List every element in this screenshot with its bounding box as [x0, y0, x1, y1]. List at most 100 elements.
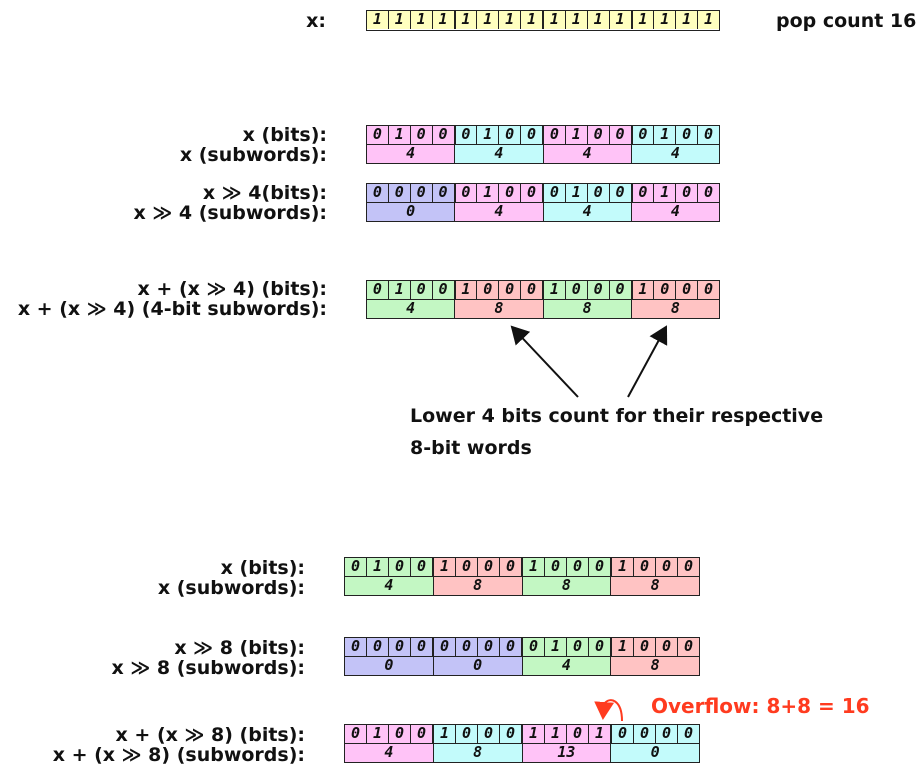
bit-cell: 0	[609, 281, 633, 299]
d2-row-shift8-bits-label: x ≫ 8 (bits):	[174, 637, 305, 659]
bit-cell: 1	[388, 281, 411, 299]
subword-cell: 13	[522, 744, 612, 762]
bit-cell: 1	[612, 638, 634, 656]
bit-cell: 0	[587, 126, 610, 144]
bit-cell: 1	[521, 11, 544, 29]
popcount-label: pop count 16	[776, 10, 917, 32]
bit-cell: 0	[432, 281, 456, 299]
bit-cell: 0	[521, 281, 544, 299]
bit-cell: 0	[632, 184, 655, 202]
bit-cell: 0	[612, 725, 634, 743]
subword-cell: 8	[543, 300, 632, 318]
bit-cell: 0	[678, 558, 699, 576]
subword-cell: 8	[611, 657, 699, 675]
subword-cell: 4	[455, 203, 544, 221]
bit-cell: 0	[410, 126, 433, 144]
bit-cell: 1	[565, 11, 588, 29]
bit-cell: 0	[587, 281, 610, 299]
bit-cell: 1	[523, 725, 545, 743]
bit-cell: 1	[388, 126, 411, 144]
bit-cell: 0	[521, 126, 544, 144]
bit-cell: 0	[521, 184, 544, 202]
bit-cell: 0	[654, 281, 677, 299]
subword-cell: 4	[345, 744, 434, 762]
bit-cell: 0	[432, 126, 456, 144]
bit-cell: 0	[678, 638, 699, 656]
subword-cell: 4	[367, 145, 456, 163]
d1-row-x-subwords-label: x (subwords):	[179, 144, 327, 166]
bit-cell: 1	[676, 11, 699, 29]
bit-cell: 1	[545, 725, 567, 743]
bit-cell: 1	[523, 558, 545, 576]
bit-cell: 0	[389, 638, 411, 656]
subword-cell: 0	[367, 203, 456, 221]
bit-cell: 0	[411, 558, 434, 576]
bit-cell: 0	[389, 558, 411, 576]
bit-cell: 0	[698, 126, 719, 144]
bit-cell: 0	[678, 725, 699, 743]
subword-cell: 0	[345, 657, 434, 675]
d1-annotation-line2: 8-bit words	[410, 437, 532, 459]
bit-cell: 1	[455, 11, 478, 29]
bit-cell: 1	[612, 558, 634, 576]
bit-cell: 0	[545, 558, 567, 576]
subword-cell: 0	[611, 744, 699, 762]
d1-row-shift4-subwords-label: x ≫ 4 (subwords):	[133, 202, 328, 224]
bit-cell: 1	[544, 281, 566, 299]
bit-cell: 0	[411, 638, 434, 656]
top-x-label: x:	[306, 10, 326, 32]
subword-cell: 0	[433, 657, 523, 675]
subword-cell: 4	[543, 145, 632, 163]
bit-cell: 0	[567, 638, 589, 656]
bit-cell: 0	[345, 558, 367, 576]
bit-cell: 0	[345, 638, 367, 656]
bit-cell: 0	[499, 281, 522, 299]
bit-cell: 0	[455, 184, 478, 202]
bit-cell: 0	[656, 638, 678, 656]
bit-cell: 0	[388, 184, 411, 202]
subword-cell: 4	[543, 203, 632, 221]
d2-row-x-subwords-label: x (subwords):	[157, 577, 305, 599]
bit-cell: 0	[634, 725, 656, 743]
bit-cell: 1	[434, 558, 456, 576]
bit-cell: 0	[589, 638, 612, 656]
bit-cell: 1	[609, 11, 633, 29]
bit-cell: 0	[698, 281, 719, 299]
bit-cell: 0	[544, 184, 566, 202]
bit-cell: 0	[410, 184, 433, 202]
bit-cell: 0	[523, 638, 545, 656]
bit-cell: 1	[367, 11, 389, 29]
subword-cell: 4	[345, 577, 434, 595]
bit-cell: 0	[410, 281, 433, 299]
bit-cell: 0	[456, 638, 478, 656]
d1-row-sum-bits-label: x + (x ≫ 4) (bits):	[137, 278, 327, 300]
d2-row-sum-bits-label: x + (x ≫ 8) (bits):	[115, 724, 305, 746]
bit-cell: 1	[654, 11, 677, 29]
bit-cell: 0	[676, 281, 699, 299]
bit-cell: 0	[367, 184, 389, 202]
d1-annotation-line1: Lower 4 bits count for their respective	[410, 405, 824, 427]
bit-cell: 1	[367, 725, 389, 743]
subword-cell: 8	[611, 577, 699, 595]
bit-cell: 0	[632, 126, 655, 144]
bit-cell: 0	[609, 126, 633, 144]
bit-cell: 1	[565, 126, 588, 144]
subword-cell: 8	[455, 300, 544, 318]
bit-cell: 1	[388, 11, 411, 29]
bit-cell: 0	[389, 725, 411, 743]
bit-cell: 1	[434, 725, 456, 743]
bit-cell: 0	[500, 638, 523, 656]
